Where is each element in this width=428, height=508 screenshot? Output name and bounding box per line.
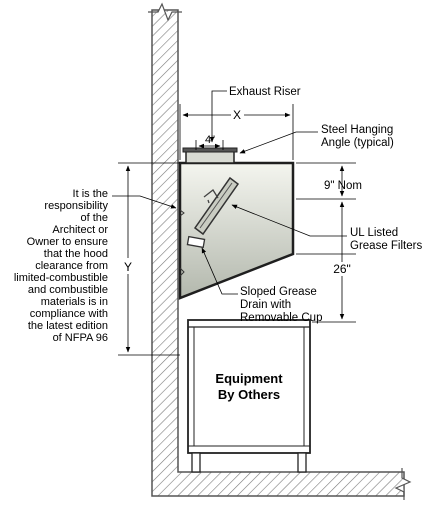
note-line: of NFPA 96 [53, 332, 108, 344]
grease-drain-cup [186, 235, 206, 249]
ul-listed-label-line2: Grease Filters [350, 240, 422, 252]
dimension-26in-label: 26" [333, 262, 351, 276]
ul-listed-label-line1: UL Listed [350, 227, 398, 239]
nine-nom-label: 9" Nom [324, 180, 362, 192]
exhaust-hood [178, 147, 295, 300]
sloped-drain-label-line1: Sloped Grease [240, 286, 317, 298]
note-line: that the hood [44, 248, 108, 260]
note-line: and combustible [28, 284, 108, 296]
note-line: responsibility [44, 200, 108, 212]
equipment-label-line1: Equipment [215, 371, 283, 386]
wall-and-floor [148, 2, 412, 500]
steel-hanging-label-line1: Steel Hanging [321, 124, 393, 136]
dimension-4in-label: 4" [205, 134, 215, 146]
dimension-y: Y [118, 162, 180, 356]
note-line: clearance from [35, 260, 108, 272]
steel-hanging-label-line2: Angle (typical) [321, 137, 394, 149]
equipment: Equipment By Others [187, 319, 311, 473]
note-line: It is the [73, 188, 108, 200]
dimension-9in [296, 162, 356, 200]
equipment-label-line2: By Others [218, 387, 280, 402]
note-line: the latest edition [28, 320, 108, 332]
note-line: Owner to ensure [27, 236, 108, 248]
note-line: limited-combustible [14, 272, 108, 284]
sloped-drain-label-line2: Drain with [240, 299, 291, 311]
note-line: of the [80, 212, 108, 224]
leader-lines [112, 90, 347, 295]
note-line: materials is in [41, 296, 108, 308]
dimension-26in: 26" [296, 201, 356, 323]
steel-hanging-angle [182, 147, 238, 153]
note-line: Architect or [52, 224, 108, 236]
sloped-drain-label-line3: Removable Cup [240, 312, 322, 324]
note-line: compliance with [30, 308, 108, 320]
dimension-x-label: X [233, 108, 241, 122]
dimension-y-label: Y [124, 260, 132, 274]
dimension-x: X [179, 104, 294, 160]
exhaust-riser-label: Exhaust Riser [229, 86, 301, 98]
clearance-note: It is the responsibility of the Architec… [14, 188, 109, 344]
